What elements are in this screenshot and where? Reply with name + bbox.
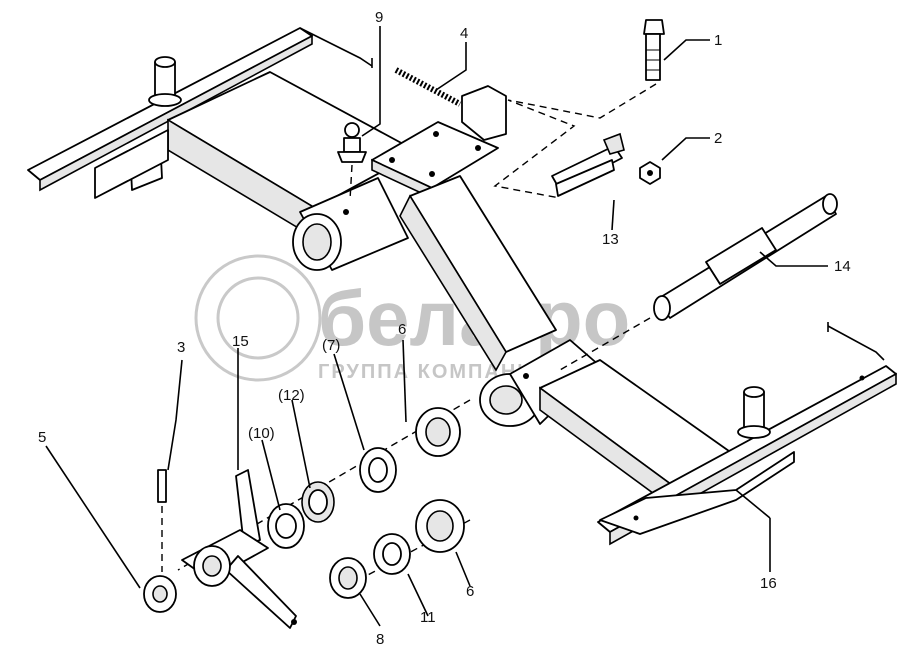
callout-3: 3 [177, 339, 185, 356]
callout-8: 8 [376, 631, 384, 648]
callout-6-upper: 6 [398, 321, 406, 338]
watermark-logo-ring [194, 254, 322, 382]
hub-15 [181, 469, 297, 629]
grease-nipple-9 [337, 122, 367, 163]
ring-12 [301, 481, 335, 523]
callout-2: 2 [714, 130, 722, 147]
callout-6-lower: 6 [466, 583, 474, 600]
seal-7 [359, 447, 397, 493]
washer-10 [267, 503, 305, 549]
callout-labels: 1 2 3 4 5 6 6 (7) 8 9 (10) 11 (12) 13 14… [38, 9, 851, 648]
clamp-13 [551, 132, 625, 197]
callout-13: 13 [602, 231, 619, 248]
callout-11: 11 [420, 609, 436, 626]
callout-5: 5 [38, 429, 46, 446]
bearing-6-upper [415, 407, 461, 457]
callout-4: 4 [460, 25, 468, 42]
callout-1: 1 [714, 32, 722, 49]
set-screw-3 [157, 469, 167, 503]
watermark-logo-inner [216, 276, 300, 360]
shaft-14 [653, 193, 838, 321]
spring-pin-4 [394, 67, 507, 141]
leader-lines [45, 26, 828, 627]
callout-12: (12) [278, 387, 305, 404]
callout-9: 9 [375, 9, 383, 26]
callout-7: (7) [322, 337, 340, 354]
lower-frame [539, 322, 897, 546]
bearing-6-lower [415, 499, 465, 553]
collar-5 [143, 575, 177, 613]
washer-8 [329, 557, 367, 599]
watermark-subtitle: ГРУППА КОМПАНИИ [318, 361, 550, 383]
main-frame [27, 27, 419, 271]
callout-10: (10) [248, 425, 275, 442]
bolt-1 [643, 19, 665, 81]
callout-16: 16 [760, 575, 777, 592]
callout-14: 14 [834, 258, 851, 275]
callout-15: 15 [232, 333, 249, 350]
ring-11 [373, 533, 411, 575]
